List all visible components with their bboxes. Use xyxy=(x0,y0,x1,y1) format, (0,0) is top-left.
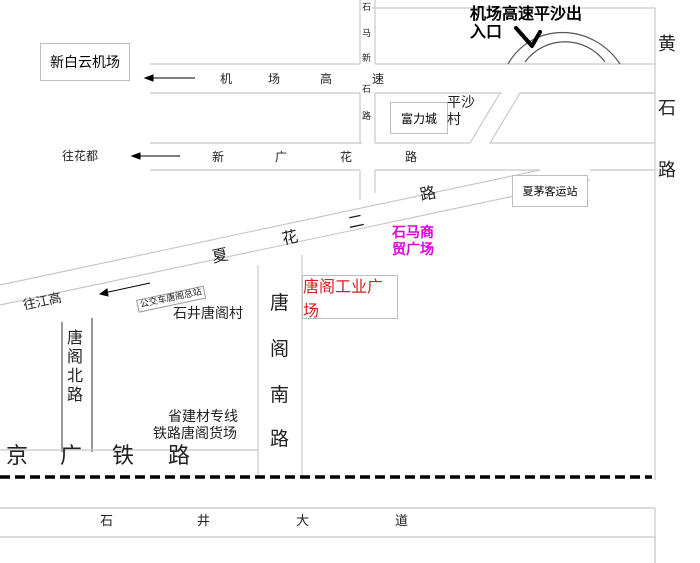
tangge-industrial-box: 唐阁工业广场 xyxy=(302,275,398,320)
fuli-box: 富力城 xyxy=(390,102,448,134)
shima-xin-char-1: 石 xyxy=(362,3,372,13)
shijing-avenue-char-2: 井 xyxy=(197,514,211,529)
tangge-south-char-2: 阁 xyxy=(270,338,290,360)
xiahua-er-char-1: 夏 xyxy=(210,244,230,267)
huangshi-char-2: 石 xyxy=(658,98,676,119)
shijing-avenue-char-1: 石 xyxy=(100,514,114,529)
shima-road-char-1: 石 xyxy=(362,85,372,95)
xinbaiyun-airport-label: 新白云机场 xyxy=(50,55,120,71)
rail-freight-line2: 铁路唐阁货场 xyxy=(153,426,237,442)
tangge-south-char-4: 路 xyxy=(270,428,290,450)
airport-expressway-char-3: 高 xyxy=(320,72,333,86)
road-edge xyxy=(0,179,591,306)
xiahua-er-char-2: 花 xyxy=(280,226,300,249)
fuli-label: 富力城 xyxy=(400,111,437,126)
tangge-north-char-2: 阁 xyxy=(67,347,84,366)
shijing-avenue-char-4: 道 xyxy=(395,514,409,529)
jingguang-rail-char-4: 路 xyxy=(168,444,191,469)
rail-freight-line1: 省建材专线 xyxy=(168,409,238,425)
tangge-north-char-4: 路 xyxy=(67,385,84,404)
ramp-curve xyxy=(524,41,606,63)
airport-expressway-char-4: 速 xyxy=(372,72,385,86)
tangge-north-char-1: 唐 xyxy=(67,328,84,347)
xinbaiyun-airport-box: 新白云机场 xyxy=(40,43,130,81)
huangshi-char-1: 黄 xyxy=(658,34,676,55)
shima-xin-char-3: 新 xyxy=(362,54,372,64)
shima-xin-char-2: 马 xyxy=(362,29,372,39)
shijing-avenue-char-3: 大 xyxy=(296,514,310,529)
arrow-head xyxy=(98,288,109,297)
xinguanghua-char-3: 花 xyxy=(340,150,353,164)
airport-expressway-char-1: 机 xyxy=(220,72,233,86)
xinguanghua-char-1: 新 xyxy=(212,150,225,164)
xiahua-er-char-4: 路 xyxy=(418,182,438,205)
road-edge xyxy=(0,169,541,286)
entrance-label-line2: 入口 xyxy=(470,22,503,41)
huangshi-char-3: 路 xyxy=(658,160,676,181)
road-edge xyxy=(489,92,521,144)
road-edge xyxy=(469,92,501,144)
shima-road-char-2: 路 xyxy=(362,112,372,122)
arrow-head xyxy=(143,74,154,82)
pingsha-label-2: 村 xyxy=(447,112,461,128)
entrance-label-line1: 机场高速平沙出 xyxy=(470,4,583,23)
tangge-north-char-3: 北 xyxy=(67,366,84,385)
xiamao-bus-station-label: 夏茅客运站 xyxy=(522,185,578,198)
ramp-curve xyxy=(507,32,621,65)
pointer-arrow xyxy=(514,26,542,48)
to-huadu-label: 往花都 xyxy=(62,149,99,163)
tangge-south-char-3: 南 xyxy=(270,384,290,406)
jingguang-rail-char-2: 广 xyxy=(60,444,83,469)
xinguanghua-char-2: 广 xyxy=(275,150,288,164)
arrow-head xyxy=(130,152,141,160)
tangge-industrial-label: 唐阁工业广场 xyxy=(303,277,384,320)
shima-plaza-label-2: 贸广场 xyxy=(392,242,434,258)
xinguanghua-char-4: 路 xyxy=(405,150,418,164)
jingguang-rail-char-1: 京 xyxy=(6,444,29,469)
tangge-south-char-1: 唐 xyxy=(270,292,290,314)
xiamao-bus-station-box: 夏茅客运站 xyxy=(512,175,588,207)
shima-plaza-label-1: 石马商 xyxy=(392,225,434,241)
arrow-line xyxy=(103,282,151,294)
jingguang-rail-char-3: 铁 xyxy=(112,444,135,469)
pingsha-label-1: 平沙 xyxy=(447,95,475,111)
airport-expressway-char-2: 场 xyxy=(268,72,281,86)
shijing-village-label: 石井唐阁村 xyxy=(173,306,243,322)
xiahua-er-char-3: 二 xyxy=(346,210,366,233)
